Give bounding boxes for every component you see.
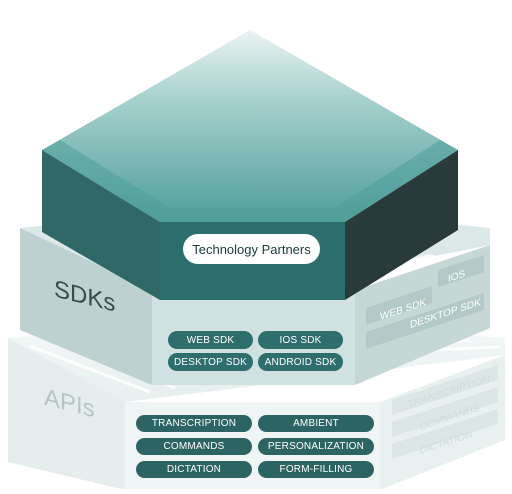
sdk-pill-ios: IOS SDK [258, 331, 343, 349]
partners-top-face [42, 30, 458, 222]
sdk-pill-web: WEB SDK [168, 331, 253, 349]
technology-partners-pill: Technology Partners [183, 234, 320, 264]
partners-left-face [42, 150, 160, 300]
partners-right-face [345, 150, 458, 300]
apis-right-face [380, 355, 505, 490]
sdks-side-pills [366, 255, 484, 349]
apis-left-face [8, 338, 125, 490]
partners-top-band [42, 140, 458, 222]
api-pill-dictation: DICTATION [136, 461, 252, 478]
api-pill-transcription: TRANSCRIPTION [136, 415, 252, 432]
sdk-pill-desktop: DESKTOP SDK [168, 353, 253, 371]
api-pill-form-filling: FORM-FILLING [258, 461, 374, 478]
sdks-left-face [20, 228, 152, 385]
api-pill-personalization: PERSONALIZATION [258, 438, 374, 455]
apis-side-pills [392, 365, 498, 459]
api-pill-commands: COMMANDS [136, 438, 252, 455]
sdk-pill-android: ANDROID SDK [258, 353, 343, 371]
api-pill-ambient: AMBIENT [258, 415, 374, 432]
